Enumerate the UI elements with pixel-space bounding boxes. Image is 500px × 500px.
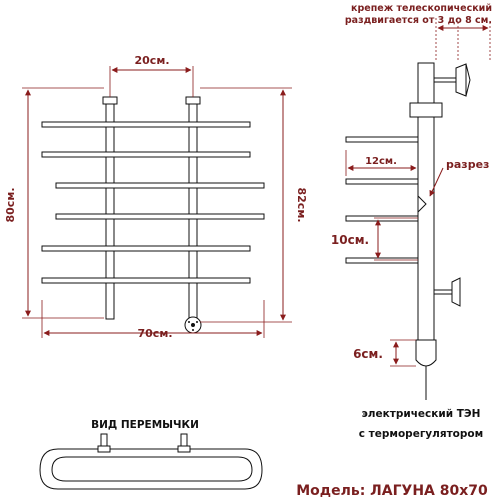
- side-view: [345, 18, 491, 400]
- rung: [41, 121, 251, 128]
- right-post: [188, 96, 198, 320]
- label-spacing-10: 10см.: [331, 233, 369, 247]
- label-mount-line1: крепеж телескопический: [351, 3, 492, 14]
- label-width-20: 20см.: [135, 54, 170, 67]
- label-height-80: 80см.: [4, 188, 17, 223]
- label-offset-6: 6см.: [353, 347, 383, 361]
- rung: [41, 245, 251, 252]
- label-width-70: 70см.: [138, 327, 173, 340]
- rung: [55, 182, 265, 189]
- side-rung: [345, 178, 419, 185]
- side-rung: [345, 257, 419, 264]
- left-post: [105, 96, 115, 320]
- upper-clamp: [409, 102, 443, 118]
- label-heater-line2: с терморегулятором: [359, 428, 483, 440]
- jumper-inner: [51, 456, 253, 482]
- upper-wall-mount: [455, 63, 467, 97]
- label-heater-line1: электрический ТЭН: [362, 408, 481, 420]
- heater-element: [415, 339, 437, 367]
- left-post-cap: [102, 96, 118, 105]
- side-rung: [345, 215, 419, 222]
- jumper-nut-right: [177, 445, 191, 453]
- lower-wall-mount: [451, 277, 461, 307]
- front-view: [22, 66, 292, 338]
- side-rung: [345, 136, 419, 143]
- jumper-nut-left: [97, 445, 111, 453]
- label-jumper-title: ВИД ПЕРЕМЫЧКИ: [91, 419, 199, 431]
- jumper-outer: [39, 448, 263, 490]
- rung: [41, 277, 251, 284]
- label-cut: разрез: [446, 158, 489, 171]
- heater-knob-center: [191, 323, 195, 327]
- right-post-cap: [185, 96, 201, 105]
- jumper-view: [39, 433, 263, 490]
- label-model: Модель: ЛАГУНА 80х70: [296, 483, 488, 499]
- label-mount-line2: раздвигается от 3 до 8 см.: [345, 15, 492, 26]
- label-height-82: 82см.: [295, 188, 308, 223]
- cut-marker: [417, 195, 427, 213]
- rung: [55, 213, 265, 220]
- rung: [41, 151, 251, 158]
- label-spacing-12: 12см.: [365, 156, 397, 167]
